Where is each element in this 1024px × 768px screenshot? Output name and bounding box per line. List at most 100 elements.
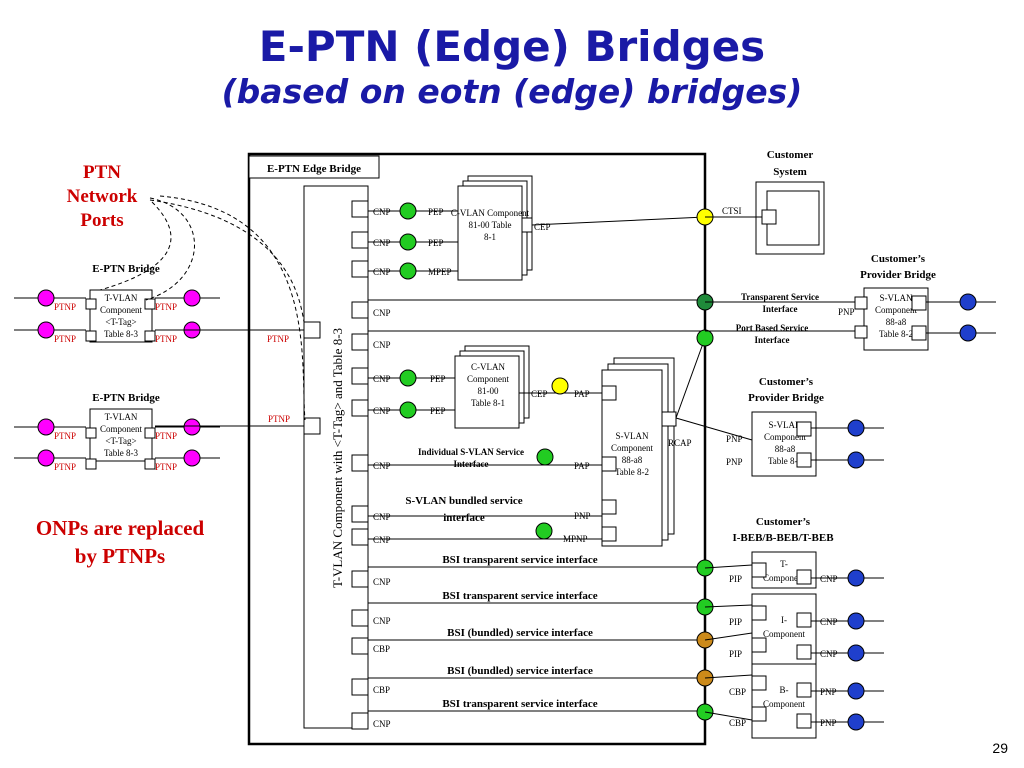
ctsi-label: CTSI bbox=[722, 206, 742, 216]
beb-port-label: PIP bbox=[729, 649, 742, 659]
ptnp-port-box bbox=[303, 321, 321, 339]
internal-port-box bbox=[351, 678, 369, 696]
provider-bridge-label: S-VLAN bbox=[769, 420, 802, 430]
provider-bridge-port-box bbox=[911, 325, 927, 341]
internal-port-label: CNP bbox=[373, 512, 391, 522]
edge-port-marker bbox=[696, 329, 714, 347]
cvlan-port-marker bbox=[399, 233, 417, 251]
cvlan-port-marker bbox=[399, 369, 417, 387]
onps-label: ONPs are replaced bbox=[36, 516, 205, 540]
beb-connect-line bbox=[704, 711, 753, 721]
bsi-label: BSI (bundled) service interface bbox=[447, 627, 593, 639]
eptn-bridge-port-box bbox=[85, 458, 97, 470]
edge-bridge-label: E-PTN Edge Bridge bbox=[267, 163, 361, 175]
svlan-bundled-label: interface bbox=[443, 512, 485, 524]
ctsi-line bbox=[531, 216, 706, 226]
svlan-port-box bbox=[601, 385, 617, 401]
eptn-bridge-port-box bbox=[144, 427, 156, 439]
beb-port-label: CBP bbox=[729, 687, 746, 697]
customer-system-label: Customer bbox=[767, 149, 814, 161]
eptn-bridge-component-label: Table 8-3 bbox=[104, 448, 139, 458]
svlan-component-label: Component bbox=[611, 443, 653, 453]
cvlan-component-label: Component bbox=[467, 374, 509, 384]
beb-marker bbox=[847, 713, 865, 731]
eptn-bridge-label: E-PTN Bridge bbox=[92, 392, 160, 404]
eptn-bridge-component-label: <T-Tag> bbox=[105, 436, 136, 446]
ptnp-label: PTNP bbox=[54, 431, 76, 441]
beb-port-box bbox=[796, 644, 812, 660]
svlan-bundled-label: S-VLAN bundled service bbox=[405, 495, 522, 507]
beb-port-label: PNP bbox=[820, 687, 837, 697]
internal-port-label: CNP bbox=[373, 461, 391, 471]
pbsi-line bbox=[675, 337, 706, 419]
cvlan-component-label: C-VLAN bbox=[471, 362, 505, 372]
eptn-bridge-box bbox=[89, 408, 153, 462]
cvlan-component-label: Table 8-1 bbox=[471, 398, 505, 408]
ptnp-marker bbox=[37, 321, 55, 339]
rcap-label: RCAP bbox=[668, 438, 692, 448]
provider-bridge-label: Table 8-2 bbox=[879, 329, 913, 339]
cvlan-port-label: MPEP bbox=[428, 267, 452, 277]
pnp-label: PNP bbox=[574, 511, 591, 521]
pbsi-label: Interface bbox=[755, 335, 790, 345]
beb-connect-line bbox=[704, 564, 753, 569]
svlan-port-box bbox=[601, 499, 617, 515]
tvlan-component-label: T-VLAN Component with <T-Tag> and Table … bbox=[330, 328, 345, 588]
beb-port-box bbox=[751, 675, 767, 691]
cvlan-component-box bbox=[457, 185, 523, 281]
beb-port-label: CBP bbox=[729, 718, 746, 728]
eptn-bridge-label: E-PTN Bridge bbox=[92, 263, 160, 275]
internal-port-label: CBP bbox=[373, 685, 390, 695]
svlan-component-label: Table 8-2 bbox=[615, 467, 649, 477]
internal-port-box bbox=[351, 399, 369, 417]
internal-port-label: CNP bbox=[373, 616, 391, 626]
eptn-bridge-component-label: <T-Tag> bbox=[105, 317, 136, 327]
eptn-bridge-component-label: Component bbox=[100, 424, 142, 434]
provider-bridge-marker bbox=[959, 324, 977, 342]
cep-marker bbox=[551, 377, 569, 395]
ptnp-label: PTNP bbox=[155, 334, 177, 344]
beb-component-label: Component bbox=[763, 699, 805, 709]
ptnp-label: PTNP bbox=[155, 462, 177, 472]
provider-bridge-port-box bbox=[911, 295, 927, 311]
provider-bridge-label: 88-a8 bbox=[775, 444, 796, 454]
ptnp-marker bbox=[183, 289, 201, 307]
customers-pb-label: Customer’s bbox=[871, 253, 926, 265]
beb-port-box bbox=[796, 569, 812, 585]
ptn-ports-label: Ports bbox=[80, 210, 123, 231]
cvlan-port-label: PEP bbox=[430, 374, 446, 384]
ptnp-marker bbox=[183, 449, 201, 467]
internal-port-label: CNP bbox=[373, 308, 391, 318]
ptnp-marker bbox=[37, 449, 55, 467]
cvlan-port-marker bbox=[399, 262, 417, 280]
rcap-line bbox=[675, 417, 753, 441]
provider-bridge-port-box bbox=[796, 421, 812, 437]
eptn-bridge-port-box bbox=[85, 427, 97, 439]
ptnp-marker bbox=[183, 418, 201, 436]
isvlan-label: Interface bbox=[454, 459, 489, 469]
isvlan-label: Individual S-VLAN Service bbox=[418, 447, 524, 457]
beb-port-box bbox=[751, 605, 767, 621]
svlan-bundled-marker bbox=[535, 522, 553, 540]
ptn-arrow bbox=[159, 195, 306, 421]
internal-port-box bbox=[351, 609, 369, 627]
cvlan-component-label: 81-00 Table bbox=[469, 220, 512, 230]
ptnp-label: PTNP bbox=[54, 302, 76, 312]
beb-connect-line bbox=[704, 674, 753, 679]
ptnp-marker bbox=[37, 418, 55, 436]
internal-port-label: CNP bbox=[373, 719, 391, 729]
beb-port-box bbox=[751, 637, 767, 653]
internal-port-label: CNP bbox=[373, 374, 391, 384]
bsi-label: BSI transparent service interface bbox=[442, 698, 597, 710]
eptn-bridge-port-box bbox=[144, 458, 156, 470]
internal-port-box bbox=[351, 528, 369, 546]
bsi-label: BSI transparent service interface bbox=[442, 590, 597, 602]
ptnp-label: PTNP bbox=[155, 431, 177, 441]
provider-bridge-label: 88-a8 bbox=[886, 317, 907, 327]
beb-port-label: CNP bbox=[820, 574, 838, 584]
provider-bridge-port-box bbox=[854, 296, 868, 310]
svlan-component-label: S-VLAN bbox=[616, 431, 649, 441]
customers-pb-label: Provider Bridge bbox=[860, 269, 936, 281]
internal-port-label: CNP bbox=[373, 207, 391, 217]
cvlan-port-box bbox=[521, 217, 533, 233]
